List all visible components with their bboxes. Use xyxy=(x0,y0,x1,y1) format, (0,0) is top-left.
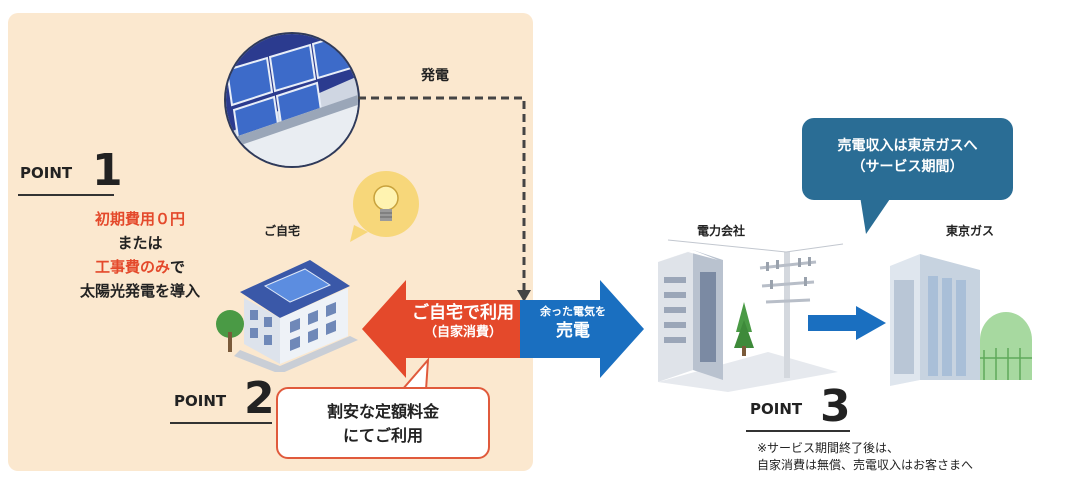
point2-underline xyxy=(170,422,272,424)
point1-text: 初期費用０円 または 工事費のみで 太陽光発電を導入 xyxy=(40,207,240,303)
point1-line2: または xyxy=(40,231,240,255)
self-consumption-line2: （自家消費） xyxy=(398,324,528,342)
revenue-callout-line1: 売電収入は東京ガスへ xyxy=(802,136,1013,157)
solar-roof-closeup xyxy=(222,30,362,170)
point2-bubble-line1: 割安な定額料金 xyxy=(278,400,488,424)
point2-bubble-line2: にてご利用 xyxy=(278,424,488,448)
point1-line1: 初期費用０円 xyxy=(40,207,240,231)
point3-label: POINT xyxy=(750,400,802,418)
revenue-callout-line2: （サービス期間） xyxy=(802,157,1013,178)
point1-underline xyxy=(18,194,114,196)
point1-line4: 太陽光発電を導入 xyxy=(40,279,240,303)
point1-number: 1 xyxy=(92,149,123,193)
home-label: ご自宅 xyxy=(264,222,300,239)
tokyo-gas-illustration xyxy=(880,240,1040,390)
self-consumption-line1: ご自宅で利用 xyxy=(398,302,528,324)
point2-bubble: 割安な定額料金 にてご利用 xyxy=(276,387,490,459)
revenue-flow-arrow xyxy=(808,306,888,340)
point1-line3: 工事費のみで xyxy=(40,255,240,279)
point3-underline xyxy=(746,430,850,432)
sell-electricity-line2: 売電 xyxy=(522,320,624,342)
point1-line3-red: 工事費のみ xyxy=(95,258,170,276)
revenue-callout-tail xyxy=(856,196,896,236)
generation-label: 発電 xyxy=(421,65,449,85)
tokyo-gas-label: 東京ガス xyxy=(946,222,994,239)
point2-label: POINT xyxy=(174,392,226,410)
point1-label: POINT xyxy=(20,164,72,182)
point1-line3-rest: で xyxy=(170,258,185,276)
self-consumption-text: ご自宅で利用 （自家消費） xyxy=(398,302,528,342)
lightbulb-icon xyxy=(346,170,426,244)
point3-number: 3 xyxy=(820,385,851,429)
revenue-callout: 売電収入は東京ガスへ （サービス期間） xyxy=(802,118,1013,200)
sell-electricity-text: 余った電気を 売電 xyxy=(522,304,624,342)
point3-note-line1: ※サービス期間終了後は、 xyxy=(757,440,973,457)
sell-electricity-line1: 余った電気を xyxy=(522,304,624,320)
point3-note-line2: 自家消費は無償、売電収入はお客さまへ xyxy=(757,457,973,474)
point3-note: ※サービス期間終了後は、 自家消費は無償、売電収入はお客さまへ xyxy=(757,440,973,474)
point2-number: 2 xyxy=(244,377,275,421)
